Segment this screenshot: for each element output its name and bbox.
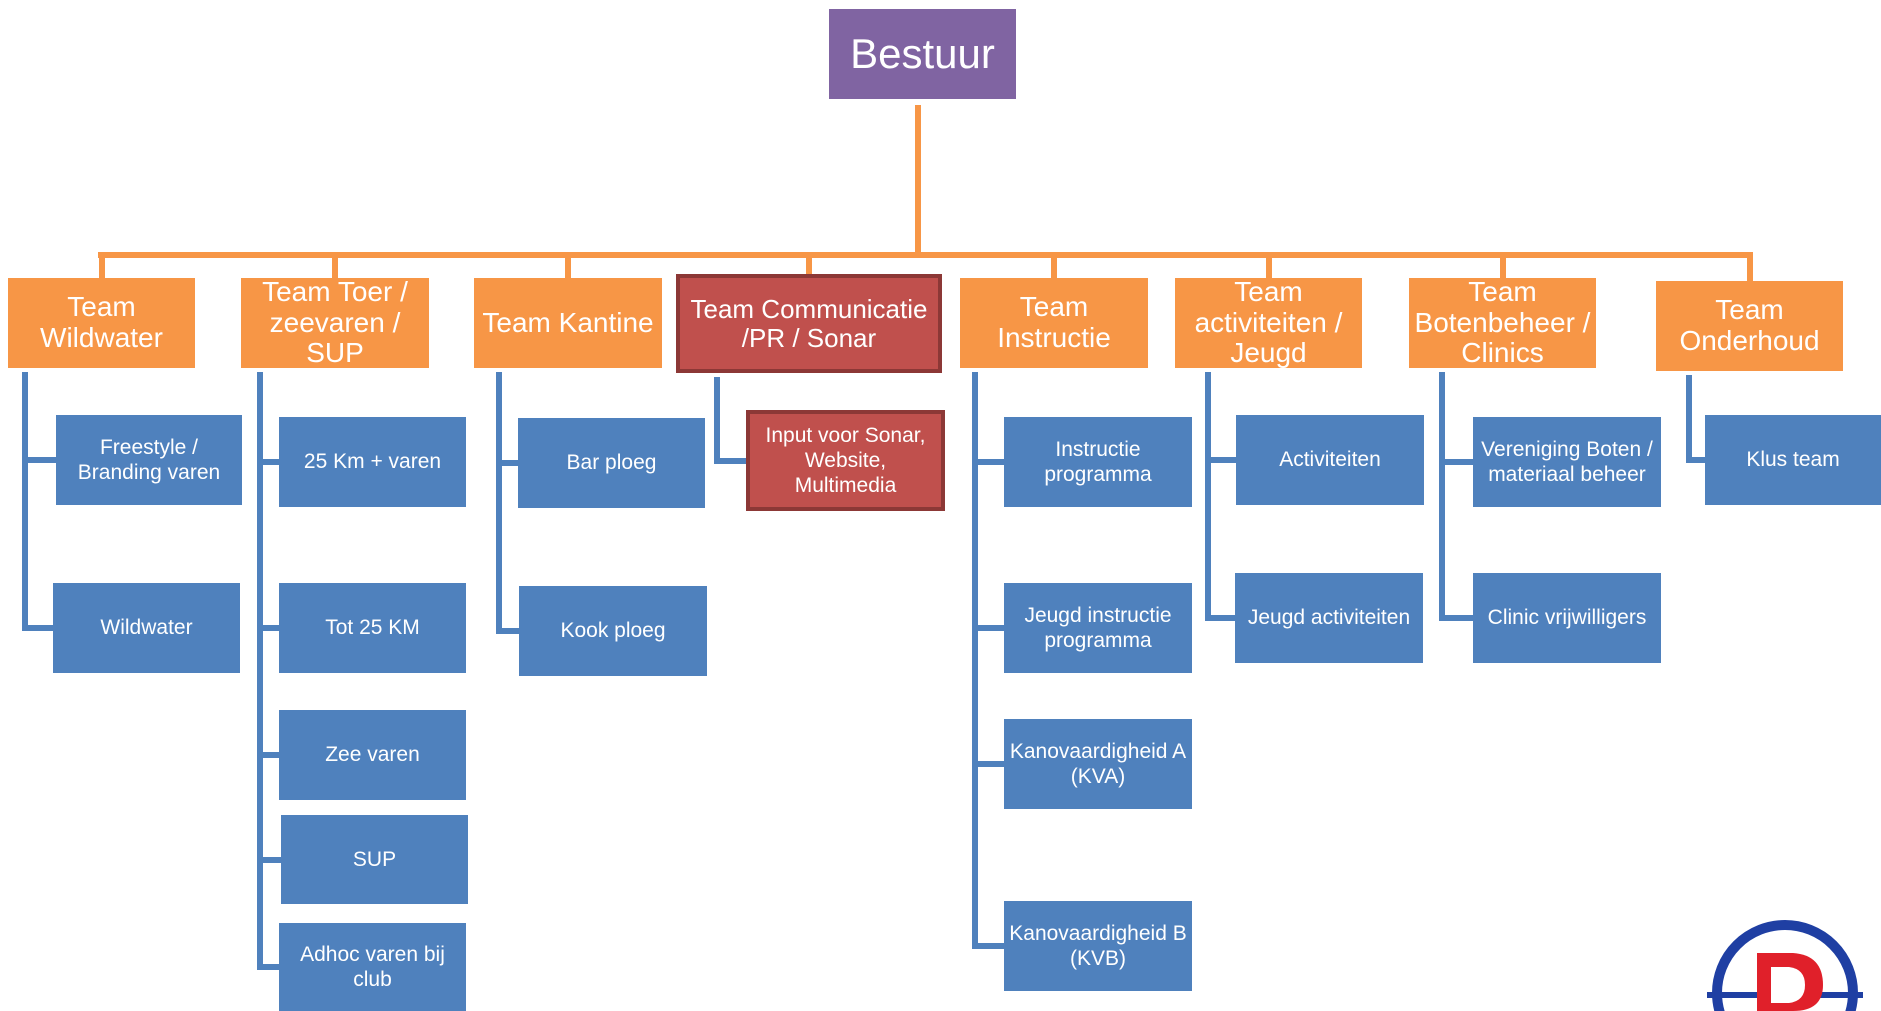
sub-node-klus-team: Klus team <box>1705 415 1881 505</box>
sub-connector <box>257 857 281 863</box>
sub-connector <box>1205 615 1235 621</box>
sub-node-vereniging-boten-materiaal-beheer: Vereniging Boten / materiaal beheer <box>1473 417 1661 507</box>
club-logo-icon <box>1705 905 1865 1011</box>
team-connector <box>1500 252 1506 278</box>
sub-connector <box>257 459 279 465</box>
sub-connector <box>1205 457 1236 463</box>
team-connector <box>565 252 571 278</box>
sub-connector <box>1439 615 1473 621</box>
sub-spine-line <box>714 377 720 464</box>
sub-connector <box>257 752 279 758</box>
team-node-team-activiteiten-jeugd: Team activiteiten / Jeugd <box>1175 276 1362 368</box>
sub-node-kook-ploeg: Kook ploeg <box>519 586 707 676</box>
sub-connector <box>972 761 1004 767</box>
sub-spine-line <box>1439 372 1445 621</box>
sub-spine-line <box>1205 372 1211 621</box>
sub-connector <box>257 964 279 970</box>
team-node-team-botenbeheer-clinics: Team Botenbeheer / Clinics <box>1409 276 1596 368</box>
sub-node-bar-ploeg: Bar ploeg <box>518 418 705 508</box>
sub-spine-line <box>1686 375 1692 463</box>
team-connector <box>332 252 338 278</box>
sub-node-instructie-programma: Instructie programma <box>1004 417 1192 507</box>
root-connector <box>915 105 921 255</box>
sub-spine-line <box>22 372 28 631</box>
sub-node-kanovaardigheid-a-kva: Kanovaardigheid A (KVA) <box>1004 719 1192 809</box>
sub-node-input-voor-sonar-website-multimedia: Input voor Sonar, Website, Multimedia <box>746 410 945 511</box>
sub-connector <box>1439 459 1473 465</box>
team-node-team-communicatie-pr-sonar: Team Communicatie /PR / Sonar <box>676 274 942 373</box>
team-node-team-wildwater: Team Wildwater <box>8 278 195 368</box>
sub-node-zee-varen: Zee varen <box>279 710 466 800</box>
team-node-team-toer-zeevaren-sup: Team Toer / zeevaren / SUP <box>241 276 429 368</box>
team-node-team-onderhoud: Team Onderhoud <box>1656 281 1843 371</box>
sub-node-25-km-varen: 25 Km + varen <box>279 417 466 507</box>
sub-node-kanovaardigheid-b-kvb: Kanovaardigheid B (KVB) <box>1004 901 1192 991</box>
sub-connector <box>972 943 1004 949</box>
root-node: Bestuur <box>829 9 1016 99</box>
sub-connector <box>972 459 1004 465</box>
sub-node-activiteiten: Activiteiten <box>1236 415 1424 505</box>
sub-node-tot-25-km: Tot 25 KM <box>279 583 466 673</box>
sub-spine-line <box>496 372 502 634</box>
sub-connector <box>496 460 518 466</box>
team-connector <box>1051 252 1057 278</box>
team-node-team-kantine: Team Kantine <box>474 278 662 368</box>
sub-connector <box>22 457 56 463</box>
team-connector <box>99 252 105 278</box>
sub-connector <box>972 625 1004 631</box>
team-connector <box>1266 252 1272 278</box>
team-bus-line <box>98 252 1753 258</box>
sub-spine-line <box>972 372 978 949</box>
sub-node-adhoc-varen-bij-club: Adhoc varen bij club <box>279 923 466 1011</box>
sub-connector <box>22 625 53 631</box>
team-node-team-instructie: Team Instructie <box>960 278 1148 368</box>
sub-connector <box>1686 457 1705 463</box>
sub-node-jeugd-instructie-programma: Jeugd instructie programma <box>1004 583 1192 673</box>
sub-spine-line <box>257 372 263 970</box>
team-connector <box>806 252 812 274</box>
sub-node-jeugd-activiteiten: Jeugd activiteiten <box>1235 573 1423 663</box>
sub-node-clinic-vrijwilligers: Clinic vrijwilligers <box>1473 573 1661 663</box>
sub-node-sup: SUP <box>281 815 468 904</box>
sub-connector <box>257 625 279 631</box>
sub-node-wildwater: Wildwater <box>53 583 240 673</box>
sub-node-freestyle-branding-varen: Freestyle / Branding varen <box>56 415 242 505</box>
sub-connector <box>714 458 746 464</box>
team-connector <box>1747 252 1753 281</box>
sub-connector <box>496 628 519 634</box>
